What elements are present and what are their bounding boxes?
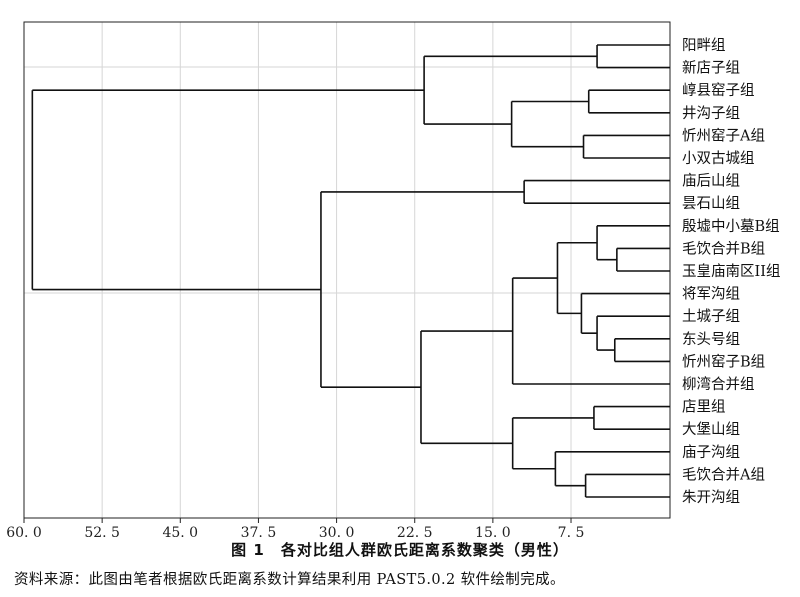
leaf-label: 毛饮合并B组 (682, 240, 765, 257)
leaf-label: 井沟子组 (682, 105, 740, 122)
leaf-label: 土城子组 (682, 308, 740, 325)
x-tick-label: 60. 0 (6, 525, 42, 540)
leaf-label: 小双古城组 (682, 150, 755, 167)
leaf-label: 店里组 (682, 399, 726, 416)
x-tick-label: 30. 0 (319, 525, 355, 540)
leaf-label: 柳湾合并组 (682, 376, 755, 393)
leaf-label: 阳畔组 (682, 37, 726, 54)
plot-frame (23, 21, 671, 519)
leaf-label: 东头号组 (682, 331, 740, 348)
leaf-label: 忻州窑子A组 (682, 127, 765, 144)
leaf-label: 崞县窑子组 (682, 82, 755, 99)
x-tick-label: 7. 5 (558, 525, 585, 540)
leaf-label: 将军沟组 (682, 286, 740, 303)
x-tick-label: 45. 0 (162, 525, 198, 540)
x-tick-label: 37. 5 (241, 525, 277, 540)
leaf-label: 忻州窑子B组 (682, 353, 765, 370)
leaf-label: 毛饮合并A组 (682, 466, 765, 483)
x-tick-label: 15. 0 (475, 525, 511, 540)
x-tick-label: 22. 5 (397, 525, 433, 540)
leaf-label: 庙后山组 (682, 173, 740, 190)
x-tick-label: 52. 5 (84, 525, 120, 540)
dendrogram-chart: 60. 0 52. 5 45. 0 37. 5 30. 0 22. 5 15. 0 7. 5 阳… (6, 21, 780, 540)
leaf-label: 玉皇庙南区II组 (682, 263, 780, 280)
leaf-label: 殷墟中小墓B组 (682, 218, 780, 235)
leaf-label: 新店子组 (682, 60, 740, 77)
leaf-label: 昙石山组 (682, 195, 740, 212)
leaf-label: 大堡山组 (682, 421, 740, 438)
figure-caption: 图 1 各对比组人群欧氏距离系数聚类（男性） (231, 541, 569, 559)
source-note: 资料来源：此图由笔者根据欧氏距离系数计算结果利用 PAST5.0.2 软件绘制完… (14, 572, 565, 588)
leaf-label: 庙子沟组 (682, 444, 740, 461)
leaf-label: 朱开沟组 (682, 489, 740, 506)
